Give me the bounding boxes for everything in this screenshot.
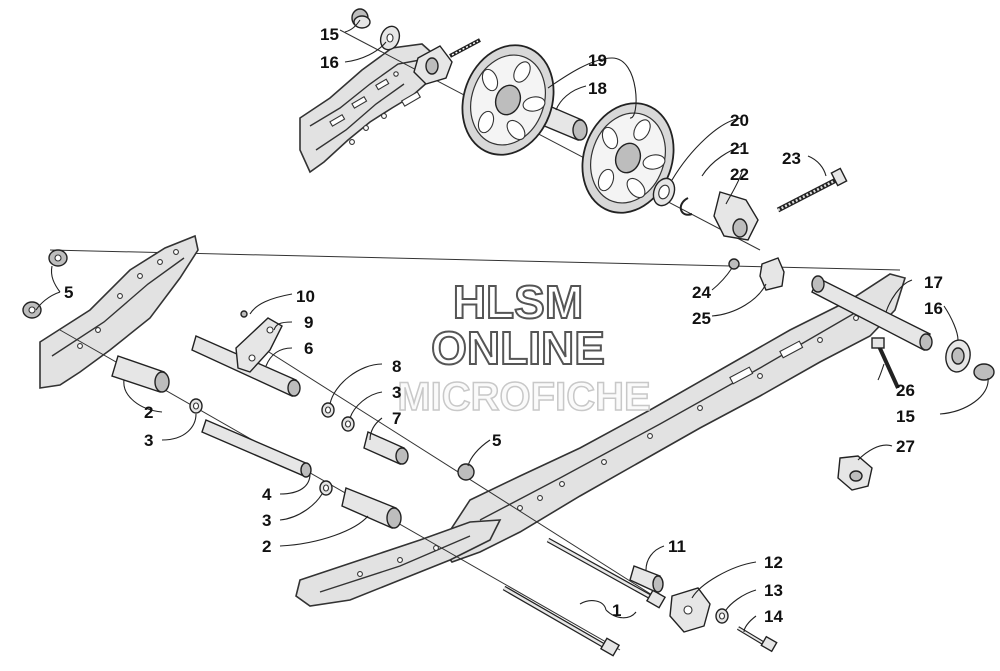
- upper-rail-segment: [299, 43, 441, 174]
- rail-holes: [77, 249, 859, 577]
- watermark-line1: HLSM: [453, 276, 583, 328]
- callout-20: 20: [730, 111, 749, 130]
- right-hardware: [728, 257, 995, 491]
- callout-16-upper: 16: [320, 53, 339, 72]
- callout-26: 26: [896, 381, 915, 400]
- watermark-line3: MICROFICHE: [397, 375, 650, 419]
- watermark-line2: ONLINE: [431, 322, 605, 374]
- callout-25: 25: [692, 309, 711, 328]
- callout-3-middle: 3: [392, 383, 401, 402]
- callout-9: 9: [304, 313, 313, 332]
- callout-4: 4: [262, 485, 272, 504]
- pivot-arm: [191, 310, 301, 397]
- callout-6: 6: [304, 339, 313, 358]
- callout-8: 8: [392, 357, 401, 376]
- callout-27: 27: [896, 437, 915, 456]
- idler-wheel-assembly: [339, 29, 848, 251]
- callout-21: 21: [730, 139, 749, 158]
- callout-11: 11: [668, 537, 686, 556]
- callout-22: 22: [730, 165, 749, 184]
- callout-7: 7: [392, 409, 401, 428]
- callout-17: 17: [924, 273, 943, 292]
- callout-3-upper: 3: [144, 431, 153, 450]
- main-rail: [39, 234, 907, 607]
- callout-10: 10: [296, 287, 315, 306]
- upper-left-nut-washer: [351, 8, 401, 51]
- callout-14: 14: [764, 607, 783, 626]
- callout-1: 1: [612, 601, 621, 620]
- spacers: [111, 355, 475, 529]
- callout-2-lower: 2: [262, 537, 271, 556]
- front-wheel-spokes: [597, 119, 666, 199]
- callout-19: 19: [588, 51, 607, 70]
- callout-2-upper: 2: [144, 403, 153, 422]
- callout-23: 23: [782, 149, 801, 168]
- callout-12: 12: [764, 553, 783, 572]
- callout-5-middle: 5: [492, 431, 501, 450]
- callout-labels: 15 16 19 18 20 21 22 23 24 25 17 16 26 1…: [64, 25, 943, 626]
- leader-lines: [35, 19, 989, 633]
- back-wheel-spokes: [477, 61, 546, 141]
- callout-3-lower: 3: [262, 511, 271, 530]
- long-bolts: [502, 537, 778, 657]
- callout-18: 18: [588, 79, 607, 98]
- callout-15-right: 15: [896, 407, 915, 426]
- callout-24: 24: [692, 283, 711, 302]
- watermark: HLSM ONLINE MICROFICHE: [397, 275, 652, 420]
- callout-15-upper: 15: [320, 25, 339, 44]
- callout-13: 13: [764, 581, 783, 600]
- callout-5-left: 5: [64, 283, 73, 302]
- callout-16-right: 16: [924, 299, 943, 318]
